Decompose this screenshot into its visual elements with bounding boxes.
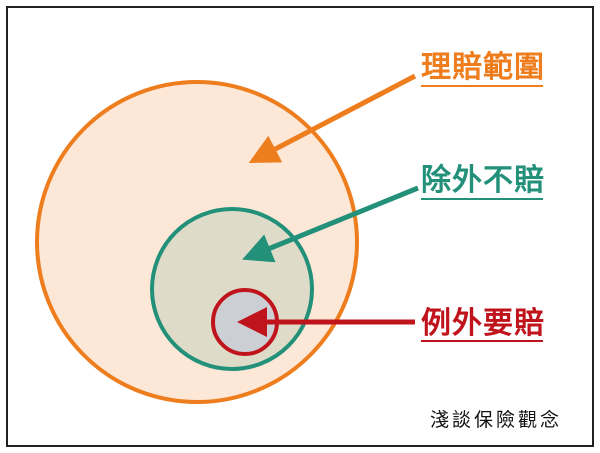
caption-text: 淺談保險觀念 (430, 408, 562, 431)
frame-border (6, 6, 594, 447)
label-exclusion: 除外不賠 (421, 163, 545, 198)
label-exception: 例外要賠 (421, 306, 545, 341)
outer-arrow (248, 73, 417, 163)
label-coverage: 理賠範圍 (421, 50, 545, 85)
middle-arrow (242, 185, 419, 263)
